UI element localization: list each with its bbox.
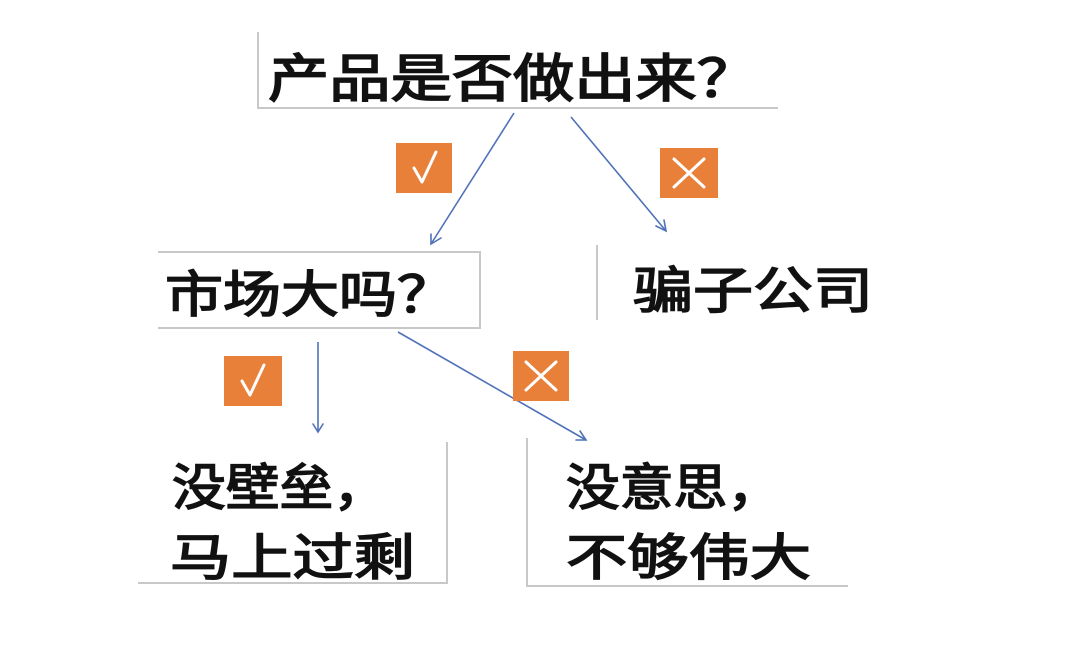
edge-root-to-scam	[570, 116, 668, 233]
edge-market-to-boring-line	[397, 331, 587, 441]
node-no-moat-line1: 没壁垒，	[172, 458, 387, 517]
cross-icon	[524, 360, 558, 392]
badge-yes-root	[396, 143, 452, 193]
edge-root-to-scam-line	[570, 116, 667, 232]
edge-root-to-market	[430, 112, 515, 246]
node-no-moat: 没壁垒， 马上过剩	[138, 442, 448, 587]
node-no-moat-frame	[138, 442, 448, 584]
check-icon	[240, 363, 266, 397]
edge-root-to-market-line	[430, 112, 515, 245]
node-no-moat-line2: 马上过剩	[170, 528, 415, 587]
edge-market-to-boring-arrowhead	[575, 430, 588, 441]
node-boring: 没意思， 不够伟大	[526, 438, 848, 587]
edge-market-to-boring	[397, 331, 588, 441]
badge-no-market	[513, 351, 569, 401]
cross-icon	[672, 157, 706, 189]
node-root-label: 产品是否做出来？	[268, 49, 758, 110]
edge-root-to-scam-arrowhead	[655, 219, 668, 233]
node-market-frame	[158, 251, 481, 329]
node-boring-frame	[526, 438, 848, 587]
node-market-label: 市场大吗？	[165, 265, 455, 324]
edge-root-to-market-arrowhead	[430, 233, 442, 246]
edge-market-to-no-moat	[312, 342, 324, 434]
check-icon	[412, 150, 438, 184]
node-scam: 骗子公司	[596, 245, 873, 320]
badge-yes-market-bg	[224, 356, 282, 406]
node-root: 产品是否做出来？	[257, 32, 778, 110]
edge-market-to-no-moat-arrowhead	[312, 423, 324, 434]
badge-yes-root-bg	[396, 143, 452, 193]
node-scam-label: 骗子公司	[633, 261, 873, 320]
node-market: 市场大吗？	[158, 251, 481, 329]
badge-no-root	[660, 148, 718, 198]
node-boring-line2: 不够伟大	[566, 528, 811, 587]
node-root-frame	[257, 32, 778, 109]
badge-yes-market	[224, 356, 282, 406]
node-boring-line1: 没意思，	[566, 458, 781, 517]
